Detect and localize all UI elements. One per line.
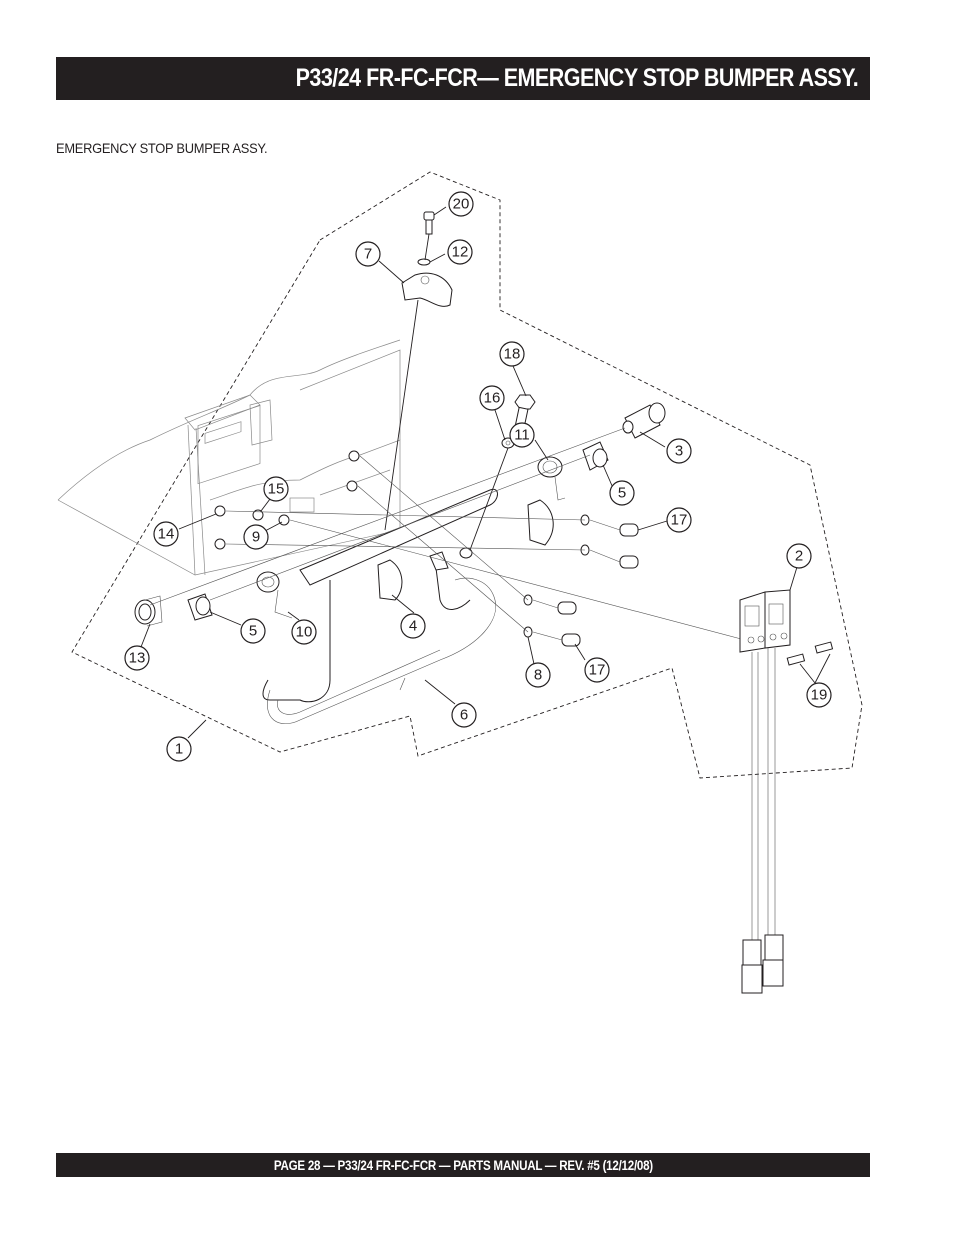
bracket-7 [401, 272, 453, 307]
callout-4: 4 [400, 613, 426, 639]
assembly-boundary-dashed [71, 171, 863, 779]
svg-text:19: 19 [811, 687, 828, 704]
clamp-4-upper [527, 499, 554, 546]
callout-5-left: 5 [240, 618, 266, 644]
callout-7: 7 [355, 241, 381, 267]
assembly-line [384, 299, 419, 531]
svg-text:1: 1 [175, 741, 183, 758]
spring-11 [537, 456, 566, 501]
svg-text:8: 8 [534, 667, 542, 684]
pin-3 [622, 402, 666, 439]
svg-text:13: 13 [129, 650, 146, 667]
page-title: P33/24 FR-FC-FCR— EMERGENCY STOP BUMPER … [295, 64, 858, 92]
machine-chassis [57, 339, 401, 576]
grommet-13 [134, 595, 163, 627]
svg-text:17: 17 [589, 662, 606, 679]
callout-9: 9 [243, 524, 269, 550]
assembly-line [424, 233, 430, 261]
svg-text:17: 17 [671, 512, 688, 529]
svg-text:4: 4 [409, 618, 417, 635]
svg-text:5: 5 [249, 623, 257, 640]
assembly-line [469, 447, 509, 551]
callout-8: 8 [525, 662, 551, 688]
switch-2 [739, 589, 791, 994]
svg-text:14: 14 [158, 526, 175, 543]
svg-text:20: 20 [453, 196, 470, 213]
callout-leaders [140, 206, 831, 739]
page-footer-bar: PAGE 28 — P33/24 FR-FC-FCR — PARTS MANUA… [56, 1153, 870, 1177]
svg-text:5: 5 [618, 485, 626, 502]
callout-18: 18 [499, 341, 525, 367]
callout-2: 2 [786, 543, 812, 569]
callout-6: 6 [451, 702, 477, 728]
callout-13: 13 [124, 645, 150, 671]
spring-10 [256, 571, 293, 619]
svg-text:7: 7 [364, 246, 372, 263]
callout-14: 14 [153, 521, 179, 547]
svg-text:10: 10 [296, 624, 313, 641]
svg-text:3: 3 [675, 443, 683, 460]
callout-5-right: 5 [609, 480, 635, 506]
washer-12 [417, 258, 431, 266]
callout-11: 11 [509, 422, 535, 448]
svg-text:16: 16 [484, 390, 501, 407]
bushing-5-right [582, 441, 609, 471]
callout-12: 12 [447, 239, 473, 265]
screw-20 [423, 211, 435, 235]
callout-10: 10 [291, 619, 317, 645]
page-title-bar: P33/24 FR-FC-FCR— EMERGENCY STOP BUMPER … [56, 57, 870, 100]
callout-20: 20 [448, 191, 474, 217]
callout-19: 19 [806, 682, 832, 708]
svg-text:12: 12 [452, 244, 469, 261]
callout-3: 3 [666, 438, 692, 464]
callout-17-upper: 17 [666, 507, 692, 533]
svg-text:2: 2 [795, 548, 803, 565]
bumper-bar [262, 488, 498, 725]
callout-1: 1 [166, 736, 192, 762]
svg-text:11: 11 [514, 427, 530, 444]
callout-16: 16 [479, 385, 505, 411]
explode-lines [149, 427, 746, 641]
page-footer-text: PAGE 28 — P33/24 FR-FC-FCR — PARTS MANUA… [273, 1157, 653, 1173]
section-subtitle: EMERGENCY STOP BUMPER ASSY. [56, 140, 268, 156]
callout-17-lower: 17 [584, 657, 610, 683]
screws-19 [786, 641, 834, 666]
callout-15: 15 [263, 476, 289, 502]
svg-text:18: 18 [504, 346, 521, 363]
svg-text:9: 9 [252, 529, 260, 546]
svg-text:15: 15 [268, 481, 285, 498]
clamp-4-lower [377, 551, 449, 601]
svg-text:6: 6 [460, 707, 468, 724]
bushing-5-left [187, 593, 213, 621]
